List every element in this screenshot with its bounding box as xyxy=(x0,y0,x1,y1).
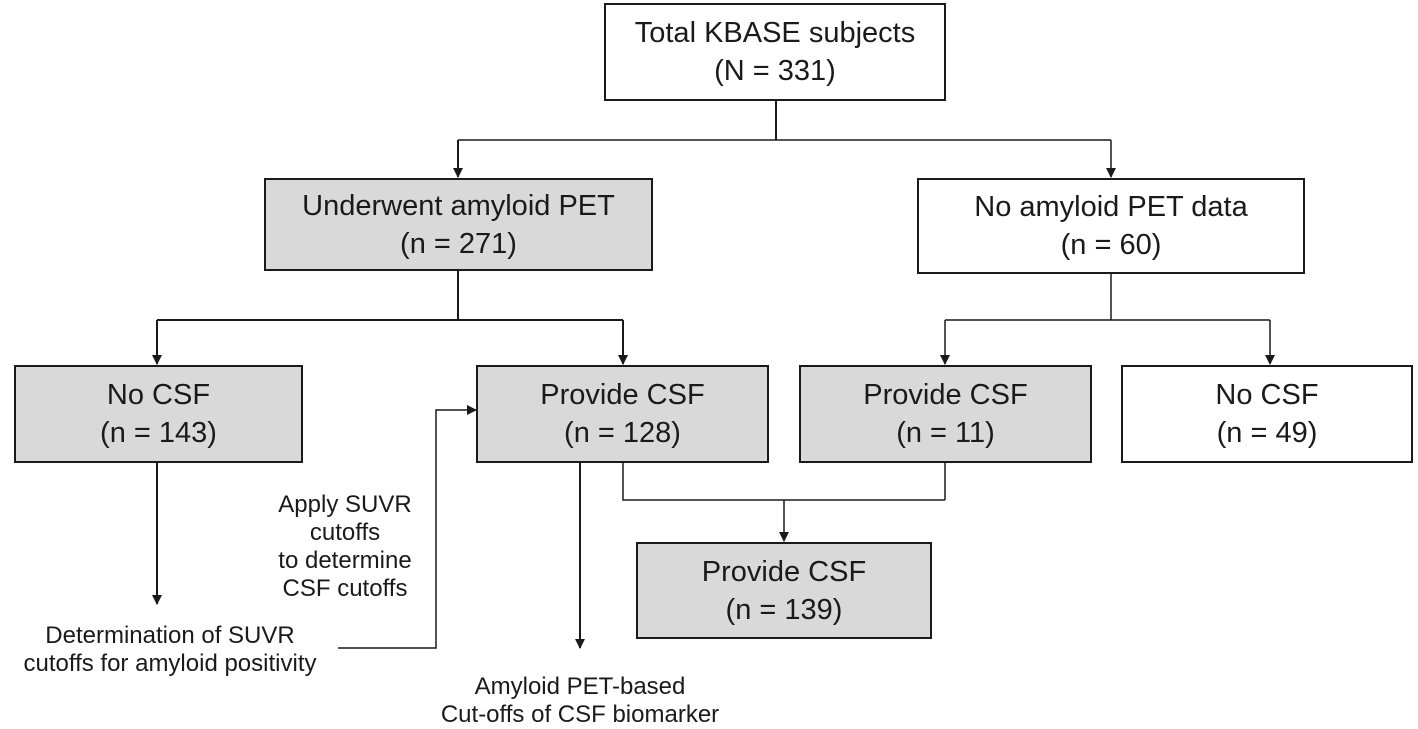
annotation-line: Cut-offs of CSF biomarker xyxy=(440,701,720,728)
annotation-line: cutoffs for amyloid positivity xyxy=(23,650,317,677)
node-title: No CSF xyxy=(106,379,211,411)
node-count: (n = 49) xyxy=(1216,417,1318,449)
node-provide-csf-139: Provide CSF (n = 139) xyxy=(636,542,932,639)
node-title: Provide CSF xyxy=(540,379,705,411)
node-no-csf-49: No CSF (n = 49) xyxy=(1121,365,1413,463)
annotation-line: to determine xyxy=(278,547,412,574)
edge-merge-from-128 xyxy=(622,462,945,501)
node-count: (N = 331) xyxy=(714,55,836,87)
node-count: (n = 143) xyxy=(100,417,217,449)
annotation-line: Apply SUVR xyxy=(278,491,412,518)
node-provide-csf-128: Provide CSF (n = 128) xyxy=(476,365,769,463)
node-count: (n = 271) xyxy=(400,227,517,260)
node-title: No CSF xyxy=(1215,379,1319,411)
node-no-csf-143: No CSF (n = 143) xyxy=(14,365,303,463)
node-count: (n = 128) xyxy=(564,417,681,449)
annotation-line: Amyloid PET-based xyxy=(474,673,686,700)
node-count: (n = 60) xyxy=(1060,229,1162,261)
annotation-line: CSF cutoffs xyxy=(282,575,408,602)
annotation-pet-based-cutoffs: Amyloid PET-based Cut-offs of CSF biomar… xyxy=(420,673,740,729)
node-no-amyloid-pet-data: No amyloid PET data (n = 60) xyxy=(917,178,1305,274)
node-title: Underwent amyloid PET xyxy=(302,189,615,222)
annotation-line: Determination of SUVR xyxy=(45,622,295,649)
annotation-line: cutoffs xyxy=(309,519,381,546)
node-underwent-amyloid-pet: Underwent amyloid PET (n = 271) xyxy=(264,178,653,271)
edge-apply-suvr xyxy=(338,405,477,649)
node-total-subjects: Total KBASE subjects (N = 331) xyxy=(604,3,946,101)
node-title: Provide CSF xyxy=(863,379,1028,411)
node-title: No amyloid PET data xyxy=(974,191,1248,223)
node-count: (n = 11) xyxy=(896,417,995,449)
node-title: Provide CSF xyxy=(701,555,867,588)
annotation-determination-suvr: Determination of SUVR cutoffs for amyloi… xyxy=(0,622,340,678)
node-provide-csf-11: Provide CSF (n = 11) xyxy=(799,365,1092,463)
node-count: (n = 139) xyxy=(725,593,843,626)
annotation-apply-suvr: Apply SUVR cutoffs to determine CSF cuto… xyxy=(250,491,440,603)
node-title: Total KBASE subjects xyxy=(634,17,916,49)
